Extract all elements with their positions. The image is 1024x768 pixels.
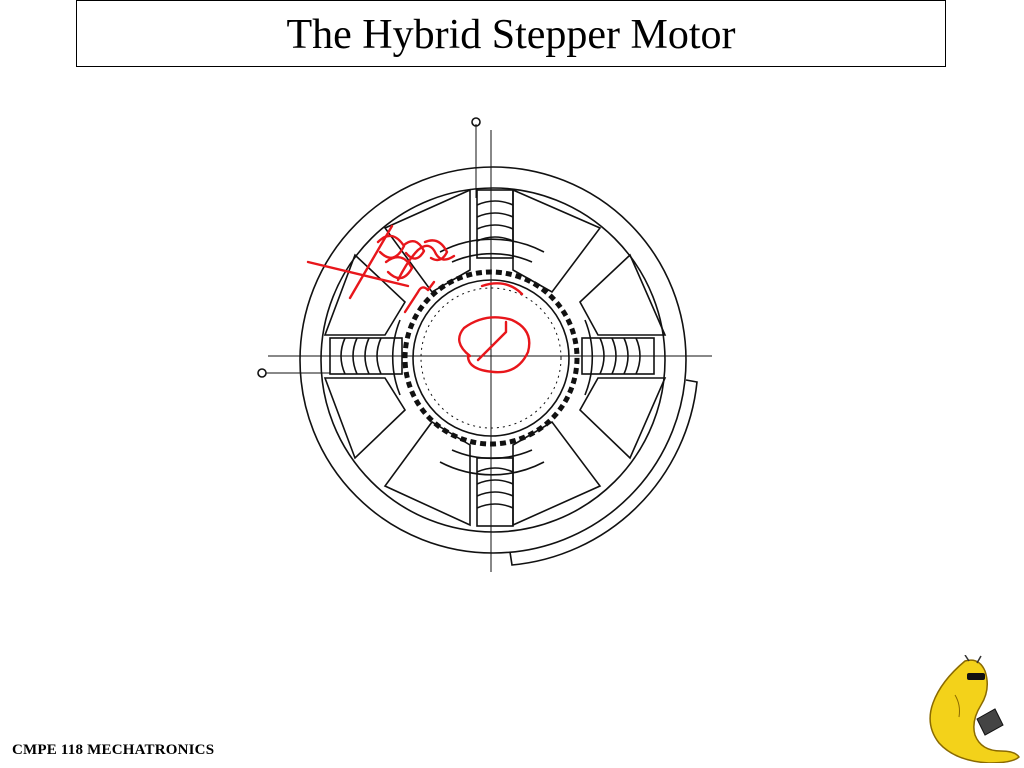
pole-shoe-outer	[439, 461, 545, 476]
pole-shoe	[451, 449, 533, 460]
red-annotation	[306, 224, 531, 374]
stator-slot	[512, 420, 602, 527]
housing-split-ring	[509, 379, 698, 566]
stator-slot	[323, 253, 407, 336]
terminal-top	[471, 117, 481, 127]
terminal-left	[257, 368, 267, 378]
stator-slot	[383, 188, 471, 294]
stepper-motor-diagram	[257, 117, 712, 572]
pole-shoe	[584, 319, 594, 396]
footer-course-label: CMPE 118 MECHATRONICS	[12, 742, 215, 758]
rotor-body	[412, 279, 570, 437]
stator-slot	[383, 420, 471, 527]
banana-slug-mascot-icon	[929, 655, 1020, 763]
housing-inner	[320, 187, 666, 533]
title-box: The Hybrid Stepper Motor	[76, 0, 946, 67]
winding-left	[329, 337, 403, 375]
winding-right	[581, 337, 655, 375]
rotor-tooth-ring	[402, 269, 580, 447]
rotor-inner-dotted	[420, 287, 562, 429]
stator-slot	[578, 377, 667, 460]
winding-top	[476, 189, 514, 259]
slide-title: The Hybrid Stepper Motor	[286, 11, 736, 58]
stator-slot	[512, 188, 602, 294]
stator-slot	[323, 377, 407, 460]
pole-shoe	[451, 252, 533, 263]
pole-shoe	[391, 319, 401, 396]
housing-outer	[299, 166, 687, 554]
pole-shoe-outer	[439, 238, 545, 253]
stator-slot	[579, 253, 667, 336]
winding-bottom	[476, 457, 514, 527]
